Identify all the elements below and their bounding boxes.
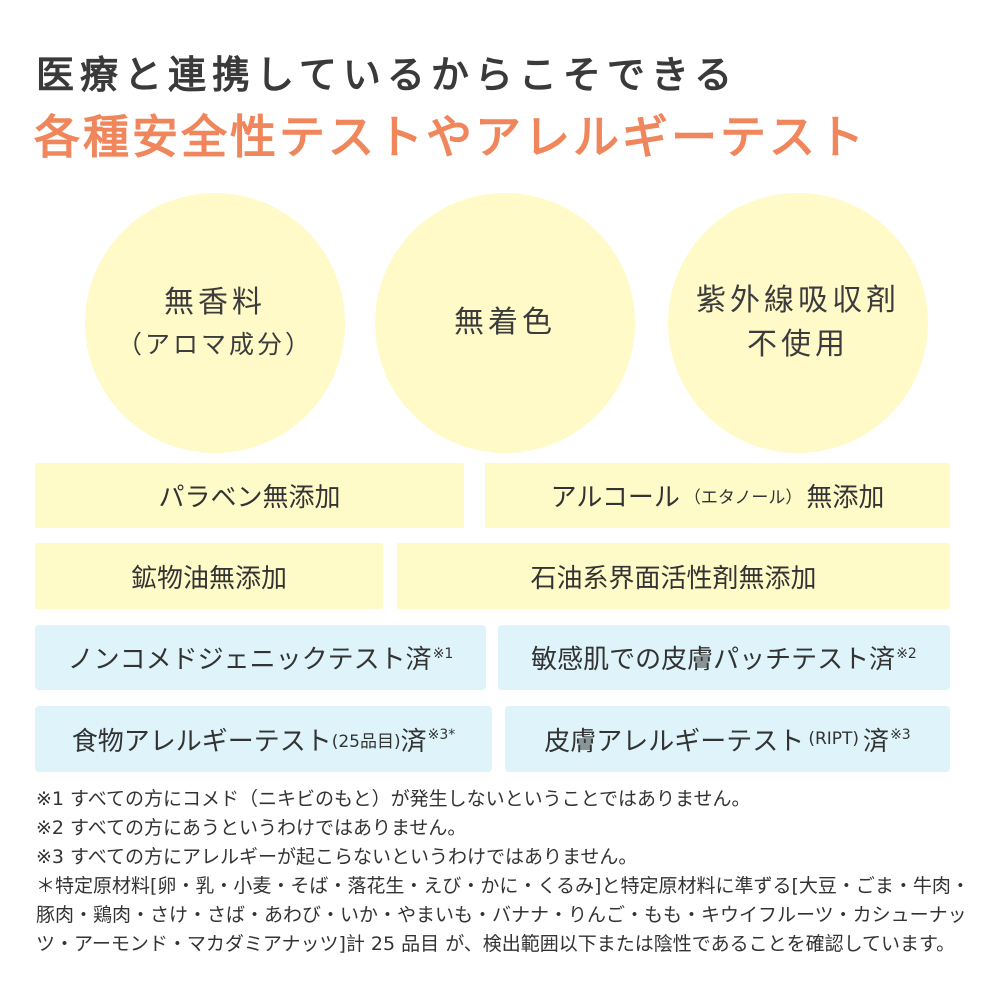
badge-label: 石油系界面活性剤無添加	[530, 563, 817, 594]
circle-uv-absorber-free: 紫外線吸収剤 不使用	[668, 193, 928, 453]
circle-fragrance-free: 無香料 （アロマ成分）	[85, 193, 345, 453]
circle-label-line2: 不使用	[747, 327, 849, 362]
footnote-marker: ※3*	[427, 727, 456, 743]
badge-petroleum-surfactant-free: 石油系界面活性剤無添加	[397, 543, 950, 609]
footnote-1: ※1 すべての方にコメド（ニキビのもと）が発生しないということではありません。	[36, 788, 751, 810]
badge-label: アルコール	[550, 483, 680, 513]
circle-label: 無着色	[454, 305, 556, 340]
footnote-3: ※3 すべての方にアレルギーが起こらないというわけではありません。	[36, 846, 638, 868]
badge-food-allergy-test: 食物アレルギーテスト(25品目)済※3*	[35, 706, 492, 772]
badge-label-post: 無添加	[806, 483, 885, 513]
circle-sublabel: （アロマ成分）	[116, 330, 313, 359]
footnote-marker: ※2	[896, 645, 917, 662]
badge-label-post: 済	[863, 726, 890, 757]
circle-label: 無香料	[164, 285, 266, 320]
badge-label-small: （エタノール）	[683, 488, 803, 508]
footnote-marker: ※3	[890, 727, 911, 743]
badge-noncomedogenic-test: ノンコメドジェニックテスト済※1	[35, 625, 486, 690]
badge-label: ノンコメドジェニックテスト済	[67, 645, 432, 675]
badge-patch-test: 敏感肌での皮膚パッチテスト済※2	[498, 625, 950, 690]
badge-alcohol-free: アルコール（エタノール）無添加	[485, 463, 950, 528]
badge-paraben-free: パラベン無添加	[35, 463, 464, 528]
footnotes: ※1 すべての方にコメド（ニキビのもと）が発生しないということではありません。 …	[36, 785, 971, 959]
footnote-marker: ※1	[432, 645, 454, 662]
badge-label-post: 済	[400, 726, 427, 757]
badge-label: 敏感肌での皮膚パッチテスト済	[531, 645, 896, 675]
badge-label-small: (25品目)	[331, 731, 401, 752]
badge-mineral-oil-free: 鉱物油無添加	[35, 543, 383, 609]
badge-skin-allergy-test: 皮膚アレルギーテスト(RIPT)済※3	[505, 706, 950, 772]
badge-label: 食物アレルギーテスト	[71, 726, 332, 757]
header-subtitle: 医療と連携しているからこそできる	[36, 53, 739, 97]
badge-label: パラベン無添加	[158, 483, 341, 513]
header-title: 各種安全性テストやアレルギーテスト	[34, 110, 867, 164]
footnote-2: ※2 すべての方にあうというわけではありません。	[36, 817, 467, 839]
badge-label: 皮膚アレルギーテスト	[544, 726, 805, 757]
badge-label-small: (RIPT)	[808, 729, 860, 749]
badge-label: 鉱物油無添加	[130, 563, 287, 594]
footnote-asterisk: ＊特定原材料[卵・乳・小麦・そば・落花生・えび・かに・くるみ]と特定原材料に準ず…	[36, 875, 970, 955]
circle-color-free: 無着色	[375, 193, 635, 453]
circle-label: 紫外線吸収剤	[696, 283, 900, 318]
